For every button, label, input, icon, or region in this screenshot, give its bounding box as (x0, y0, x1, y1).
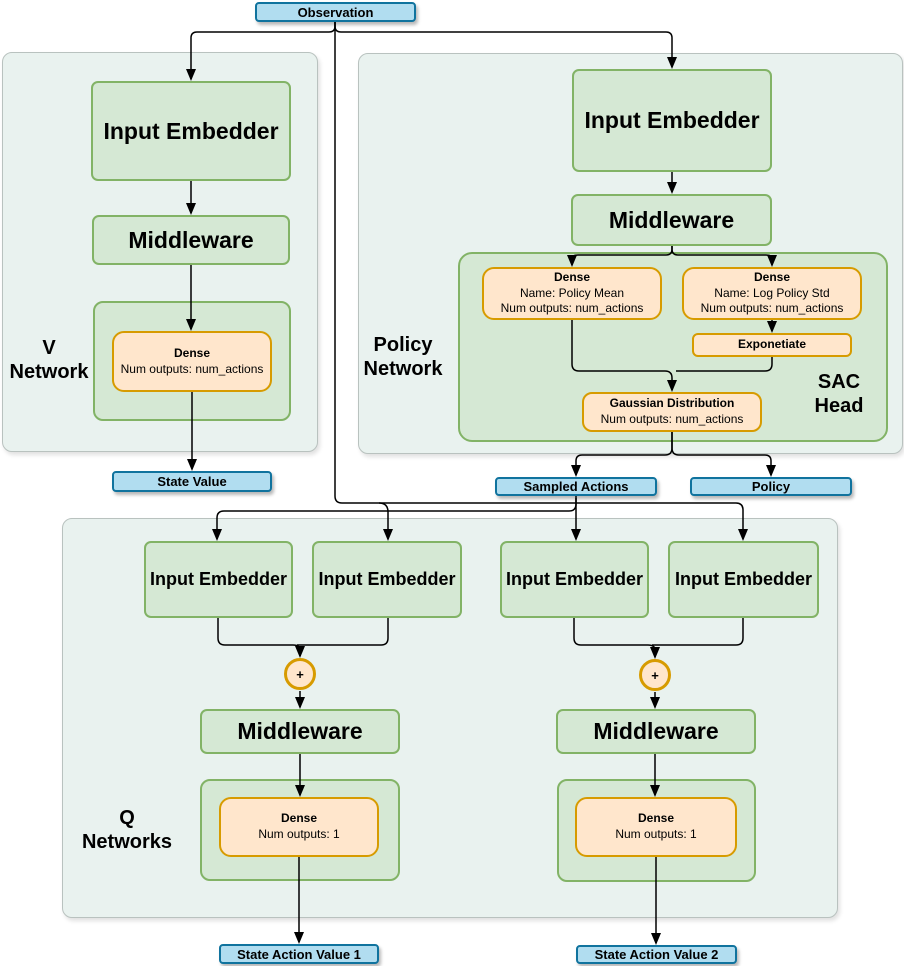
state-action-value-1-node: State Action Value 1 (219, 944, 379, 964)
dense-log-policy-std-title: Dense (753, 270, 791, 285)
edge-dense-mean-to-gaussian (571, 320, 677, 392)
q-networks-label-line1: Q (119, 807, 135, 829)
gaussian-distribution-node: Gaussian Distribution Num outputs: num_a… (582, 392, 762, 432)
dense-policy-mean-node: Dense Name: Policy Mean Num outputs: num… (482, 267, 662, 320)
v-input-embedder-label: Input Embedder (103, 117, 279, 144)
edge-gaussian-to-policy-output (671, 432, 776, 477)
edge-q4-embedder-to-plus (652, 618, 744, 646)
dense-policy-mean-outputs: Num outputs: num_actions (500, 301, 644, 316)
q1-input-embedder-action-node: Input Embedder (312, 541, 462, 618)
q2-sum-label: + (651, 667, 659, 683)
dense-log-policy-std-outputs: Num outputs: num_actions (700, 301, 844, 316)
sac-head-label-line1: SAC (817, 371, 861, 393)
q2-sum-node: + (639, 659, 671, 691)
sac-head-label-line2: Head (814, 395, 864, 418)
q1-middleware-label: Middleware (237, 718, 363, 744)
dense-policy-mean-title: Dense (553, 270, 591, 285)
q2-input-embedder-obs-label: Input Embedder (505, 569, 643, 589)
q-networks-label: Q Networks (74, 806, 180, 855)
q2-input-embedder-obs-node: Input Embedder (500, 541, 649, 618)
dense-policy-mean-name: Name: Policy Mean (519, 285, 625, 300)
sampled-actions-label: Sampled Actions (523, 479, 629, 494)
exponentiate-label: Exponetiate (737, 337, 806, 352)
policy-middleware-label: Middleware (608, 206, 735, 233)
v-network-label: V Network (4, 336, 94, 385)
edge-q1-embedder-to-plus (217, 618, 305, 658)
state-value-node: State Value (112, 471, 272, 492)
edge-observation-to-q2-input-embedder (378, 502, 393, 541)
policy-input-embedder-node: Input Embedder (572, 69, 772, 172)
policy-middleware-node: Middleware (571, 194, 772, 246)
q1-dense-title: Dense (280, 811, 318, 826)
policy-output-node: Policy (690, 477, 852, 496)
q2-dense-node: Dense Num outputs: 1 (575, 797, 737, 857)
q1-dense-outputs: Num outputs: 1 (258, 827, 340, 841)
q1-sum-node: + (284, 658, 316, 690)
v-input-embedder-node: Input Embedder (91, 81, 291, 181)
observation-label: Observation (297, 4, 374, 20)
q2-middleware-node: Middleware (556, 709, 756, 754)
edge-observation-to-q4-input-embedder (334, 22, 748, 541)
edge-exponentiate-to-gaussian (676, 357, 773, 372)
q-networks-label-line2: Networks (81, 831, 173, 854)
dense-log-policy-std-node: Dense Name: Log Policy Std Num outputs: … (682, 267, 862, 320)
policy-network-label-line2: Network (363, 358, 443, 381)
edge-p-middleware-to-dense-std (671, 246, 777, 267)
q1-input-embedder-action-label: Input Embedder (318, 569, 456, 589)
v-network-label-line1: V (42, 337, 56, 359)
sac-head-label: SAC Head (794, 370, 884, 419)
q1-input-embedder-obs-label: Input Embedder (149, 569, 287, 589)
gaussian-distribution-outputs: Num outputs: num_actions (600, 412, 744, 426)
gaussian-distribution-title: Gaussian Distribution (609, 396, 735, 411)
policy-network-label: Policy Network (348, 333, 458, 382)
v-network-label-line2: Network (9, 361, 89, 384)
q2-middleware-label: Middleware (593, 718, 719, 744)
v-dense-outputs: Num outputs: num_actions (120, 361, 264, 376)
exponentiate-node: Exponetiate (692, 333, 852, 357)
state-action-value-2-node: State Action Value 2 (576, 945, 737, 964)
observation-node: Observation (255, 2, 416, 22)
policy-output-label: Policy (751, 479, 791, 494)
q1-dense-node: Dense Num outputs: 1 (219, 797, 379, 857)
q2-input-embedder-action-node: Input Embedder (668, 541, 819, 618)
v-middleware-label: Middleware (128, 226, 254, 253)
sampled-actions-node: Sampled Actions (495, 477, 657, 496)
state-action-value-1-label: State Action Value 1 (237, 946, 361, 962)
policy-network-label-line1: Policy (373, 334, 433, 356)
q1-middleware-node: Middleware (200, 709, 400, 754)
policy-input-embedder-label: Input Embedder (584, 107, 760, 133)
v-dense-node: Dense Num outputs: num_actions (112, 331, 272, 392)
v-middleware-node: Middleware (92, 215, 290, 265)
state-action-value-2-label: State Action Value 2 (594, 947, 719, 962)
edge-sampled-actions-to-q1-input-embedder (212, 498, 577, 541)
v-dense-title: Dense (173, 345, 211, 360)
edge-q3-embedder-to-plus (573, 618, 660, 659)
q1-input-embedder-obs-node: Input Embedder (144, 541, 293, 618)
state-value-label: State Value (157, 474, 227, 489)
q2-dense-outputs: Num outputs: 1 (615, 827, 697, 841)
q1-sum-label: + (296, 666, 304, 682)
edge-q2-embedder-to-plus (297, 618, 389, 646)
dense-log-policy-std-name: Name: Log Policy Std (714, 285, 830, 300)
q2-input-embedder-action-label: Input Embedder (674, 569, 812, 589)
q2-dense-title: Dense (637, 811, 675, 826)
